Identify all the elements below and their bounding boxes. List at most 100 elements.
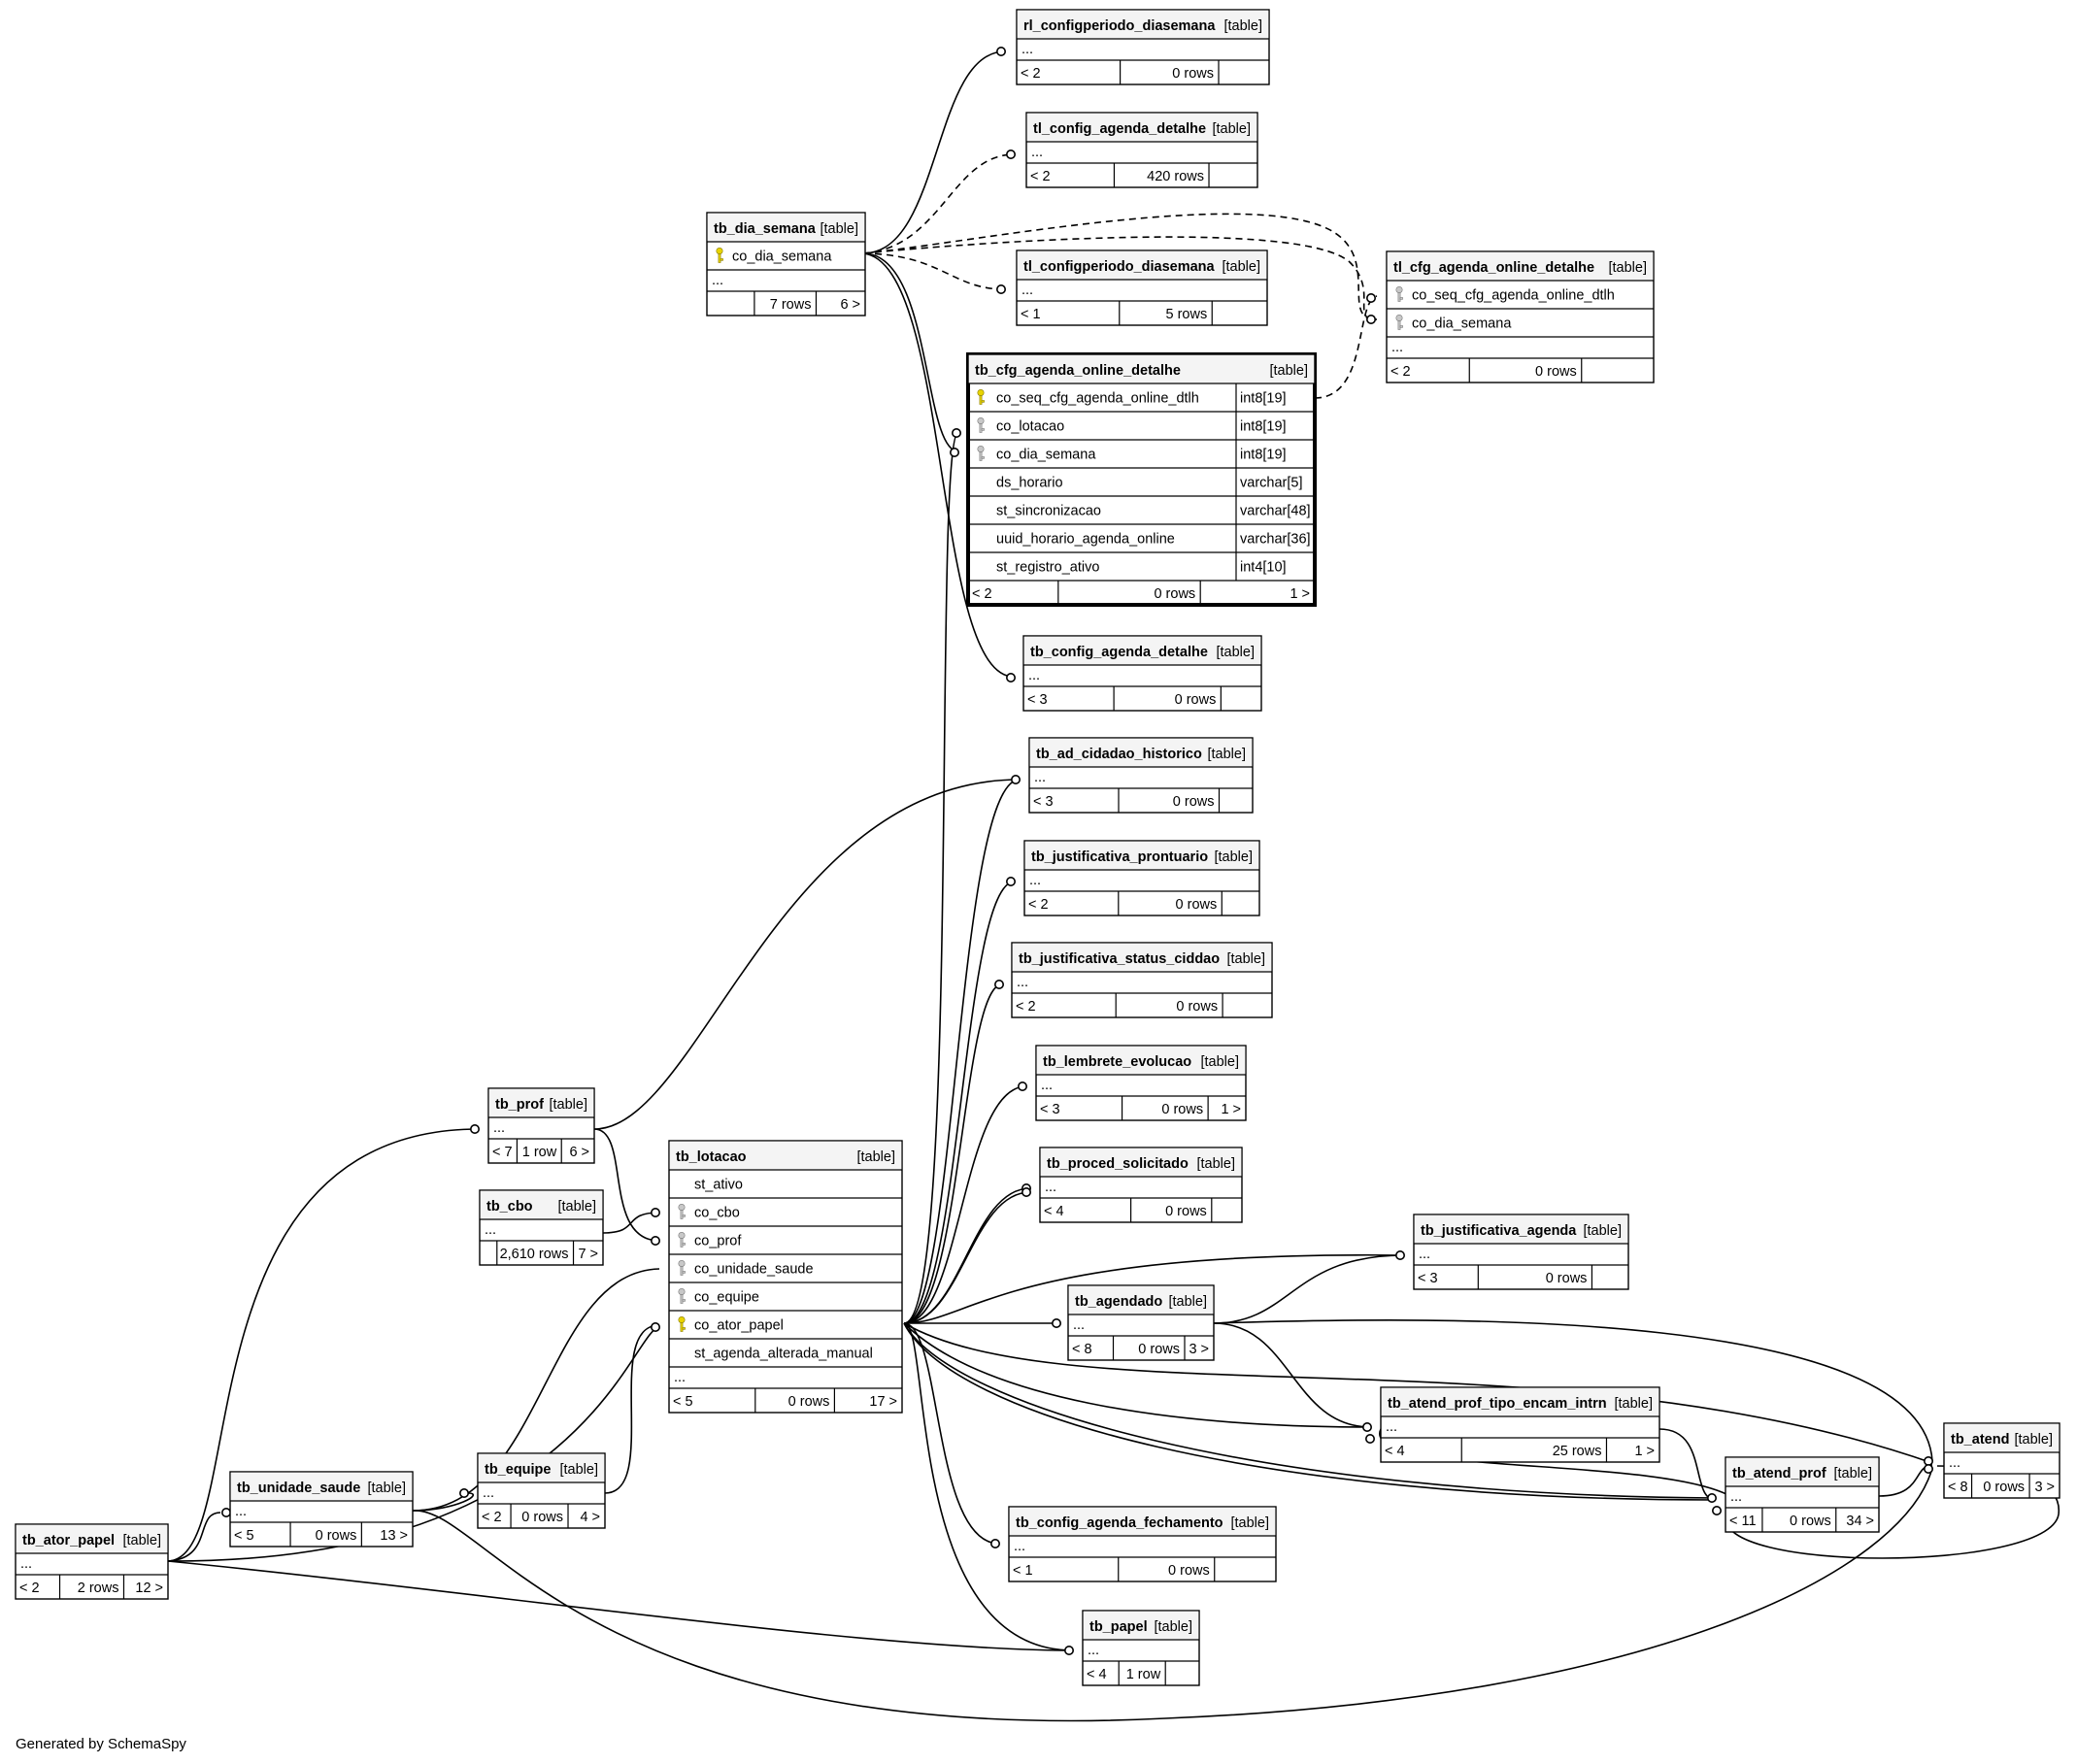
cardinality-marker (650, 1322, 660, 1333)
cardinality-marker (996, 46, 1007, 56)
table-kind-label: [table] (1208, 747, 1247, 762)
column-name[interactable]: st_ativo (694, 1178, 743, 1193)
column-name[interactable]: co_ator_papel (694, 1318, 784, 1334)
children-count[interactable]: 12 > (135, 1581, 163, 1596)
parents-count[interactable]: < 3 (1418, 1271, 1438, 1286)
table-tb-lotacao[interactable]: tb_lotacao[table]st_ativoco_cboco_profco… (668, 1140, 903, 1414)
row-count: 0 rows (1175, 692, 1217, 708)
parents-count[interactable]: < 2 (482, 1510, 502, 1525)
column-name[interactable]: co_dia_semana (1412, 316, 1512, 332)
children-count[interactable]: 6 > (569, 1145, 589, 1160)
table-tb-cfg-agenda-online-detalhe[interactable]: tb_cfg_agenda_online_detalhe[table]co_se… (966, 352, 1317, 607)
column-name[interactable]: co_dia_semana (732, 250, 832, 265)
table-tb-config-agenda-fechamento[interactable]: tb_config_agenda_fechamento[table]...< 1… (1008, 1506, 1277, 1582)
children-count[interactable]: 7 > (578, 1247, 598, 1262)
parents-count[interactable]: < 8 (1948, 1480, 1968, 1495)
relationship-line (1213, 1254, 1405, 1324)
parents-count[interactable]: < 5 (673, 1394, 693, 1410)
table-tb-justificativa-prontuario[interactable]: tb_justificativa_prontuario[table]...< 2… (1023, 840, 1260, 916)
children-count[interactable]: 3 > (2034, 1480, 2055, 1495)
relationship-line (593, 1128, 660, 1242)
column-name[interactable]: co_seq_cfg_agenda_online_dtlh (1412, 288, 1615, 304)
parents-count[interactable]: < 2 (1030, 169, 1051, 184)
table-name: tb_justificativa_agenda (1421, 1223, 1577, 1239)
column-name[interactable]: st_agenda_alterada_manual (694, 1347, 873, 1362)
row-count: 420 rows (1147, 169, 1204, 184)
column-name[interactable]: uuid_horario_agenda_online (996, 532, 1175, 548)
table-kind-label: [table] (558, 1199, 597, 1215)
column-name[interactable]: co_prof (694, 1234, 742, 1249)
column-name[interactable]: co_equipe (694, 1290, 759, 1306)
parents-count[interactable]: < 7 (492, 1145, 513, 1160)
table-tb-dia-semana[interactable]: tb_dia_semana[table]co_dia_semana...7 ro… (706, 212, 866, 316)
relationship-line (602, 1212, 660, 1234)
column-name[interactable]: st_sincronizacao (996, 504, 1101, 519)
row-count: 0 rows (316, 1528, 357, 1544)
cardinality-marker (951, 427, 961, 438)
parents-count[interactable]: < 11 (1729, 1514, 1757, 1529)
table-tb-atend-prof-tipo-encam-intrn[interactable]: tb_atend_prof_tipo_encam_intrn[table]...… (1380, 1386, 1660, 1463)
table-kind-label: [table] (123, 1533, 162, 1548)
parents-count[interactable]: < 3 (1040, 1102, 1060, 1117)
parents-count[interactable]: < 1 (1021, 307, 1041, 322)
cardinality-marker (1022, 1187, 1032, 1198)
parents-count[interactable]: < 8 (1072, 1342, 1092, 1357)
column-name[interactable]: st_registro_ativo (996, 560, 1099, 576)
table-kind-label: [table] (857, 1149, 896, 1165)
children-count[interactable]: 4 > (580, 1510, 600, 1525)
children-count[interactable]: 6 > (840, 297, 860, 313)
parents-count[interactable]: < 4 (1044, 1204, 1064, 1219)
column-name[interactable]: co_dia_semana (996, 448, 1096, 463)
parents-count[interactable]: < 4 (1087, 1667, 1107, 1682)
table-name: tb_ator_papel (22, 1533, 115, 1548)
column-type: int8[19] (1240, 448, 1287, 463)
parents-count[interactable]: < 5 (234, 1528, 254, 1544)
parents-count[interactable]: < 1 (1013, 1563, 1033, 1579)
children-count[interactable]: 1 > (1221, 1102, 1241, 1117)
cardinality-marker (1006, 876, 1017, 886)
column-name[interactable]: co_cbo (694, 1206, 740, 1221)
children-count[interactable]: 17 > (869, 1394, 897, 1410)
children-count[interactable]: 1 > (1634, 1444, 1655, 1459)
column-name[interactable]: co_lotacao (996, 419, 1064, 435)
table-tb-justificativa-status-ciddao[interactable]: tb_justificativa_status_ciddao[table]...… (1011, 942, 1273, 1018)
parents-count[interactable]: < 2 (1016, 999, 1036, 1015)
relationship-line (903, 1322, 1372, 1428)
table-tl-cfg-agenda-online-detalhe[interactable]: tl_cfg_agenda_online_detalhe[table]co_se… (1386, 250, 1655, 383)
parents-count[interactable]: < 3 (1033, 794, 1054, 810)
more-columns-ellipsis: ... (1949, 1455, 1960, 1471)
column-name[interactable]: co_seq_cfg_agenda_online_dtlh (996, 391, 1199, 407)
parents-count[interactable]: < 2 (1390, 364, 1411, 380)
parents-count[interactable]: < 2 (1021, 66, 1041, 82)
parents-count[interactable]: < 2 (972, 586, 992, 602)
relationship-line (862, 252, 1006, 290)
children-count[interactable]: 1 > (1290, 586, 1310, 602)
children-count[interactable]: 3 > (1189, 1342, 1209, 1357)
parents-count[interactable]: < 2 (19, 1581, 40, 1596)
parents-count[interactable]: < 3 (1027, 692, 1048, 708)
column-name[interactable]: co_unidade_saude (694, 1262, 814, 1278)
children-count[interactable]: 13 > (380, 1528, 408, 1544)
children-count[interactable]: 34 > (1846, 1514, 1874, 1529)
cardinality-marker (458, 1488, 469, 1499)
parents-count[interactable]: < 2 (1028, 897, 1049, 913)
parents-count[interactable]: < 4 (1385, 1444, 1405, 1459)
column-name[interactable]: ds_horario (996, 476, 1063, 491)
